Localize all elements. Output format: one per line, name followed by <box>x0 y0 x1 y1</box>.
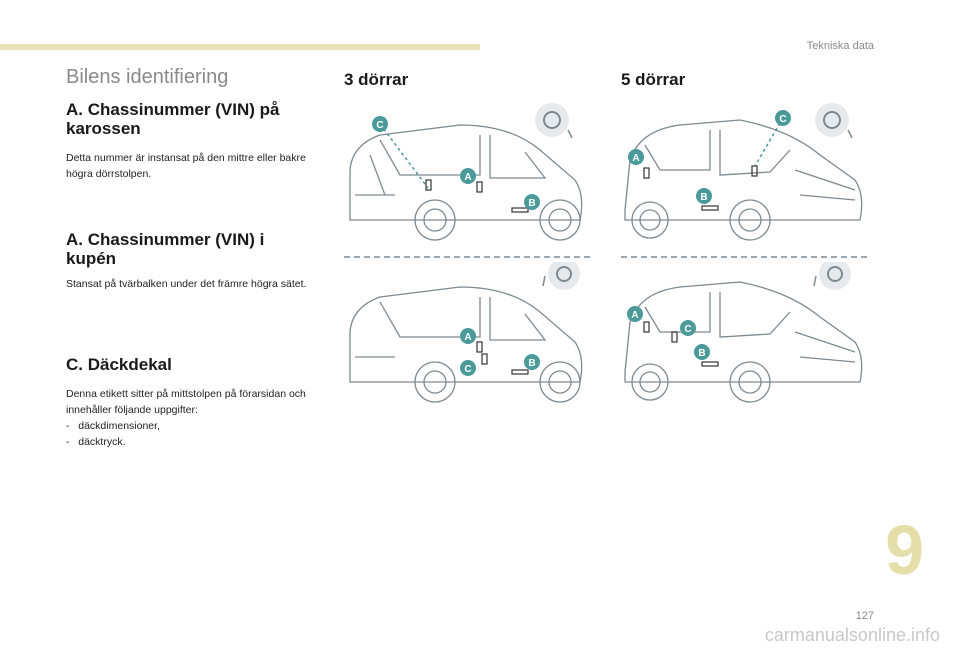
svg-text:A: A <box>632 153 639 164</box>
column-title-3-door: 3 dörrar <box>344 70 409 89</box>
svg-text:C: C <box>376 120 383 131</box>
marker-b: B <box>696 188 712 204</box>
marker-a: A <box>460 168 476 184</box>
svg-text:C: C <box>464 364 471 375</box>
marker-c: C <box>680 320 696 336</box>
illustration-5-door-front-ac: A C B <box>624 262 863 403</box>
svg-text:A: A <box>464 172 471 183</box>
marker-a: A <box>627 306 643 322</box>
divider-3-door <box>344 256 590 258</box>
marker-a: A <box>628 149 644 165</box>
steering-wheel-icon <box>535 103 573 139</box>
marker-b: B <box>524 194 540 210</box>
marker-b: B <box>524 354 540 370</box>
marker-c: C <box>372 116 388 132</box>
marker-b: B <box>694 344 710 360</box>
svg-text:B: B <box>528 358 535 369</box>
block-title-vin-body: A. Chassinummer (VIN) på karossen <box>66 100 280 138</box>
illustration-5-door-front-a: C A B <box>624 103 863 241</box>
marker-c: C <box>460 360 476 376</box>
header-bar <box>0 44 480 50</box>
block-title-tyre-label: C. Däckdekal <box>66 355 172 374</box>
column-title-5-door: 5 dörrar <box>621 70 686 89</box>
section-label: Tekniska data <box>806 40 874 52</box>
tyre-label-intro: Denna etikett sitter på mittstolpen på f… <box>66 388 306 416</box>
page-heading: Bilens identifiering <box>66 66 229 88</box>
watermark: carmanualsonline.info <box>764 625 940 645</box>
marker-c: C <box>775 110 791 126</box>
chapter-number: 9 <box>885 511 924 589</box>
svg-text:B: B <box>700 192 707 203</box>
block-text-vin-cabin: Stansat på tvärbalken under det främre h… <box>66 278 307 290</box>
list-item: - däcktryck. <box>66 436 126 448</box>
svg-text:B: B <box>698 348 705 359</box>
svg-text:B: B <box>528 198 535 209</box>
svg-text:C: C <box>684 324 691 335</box>
block-text-vin-body: Detta nummer är instansat på den mittre … <box>66 152 306 180</box>
svg-text:C: C <box>779 114 786 125</box>
block-title-vin-cabin: A. Chassinummer (VIN) i kupén <box>66 230 265 268</box>
steering-wheel-icon <box>542 262 580 290</box>
illustration-3-door-rear-ac: A C B <box>349 262 583 403</box>
illustration-3-door-rear-a: C A B <box>349 103 583 241</box>
list-item: - däckdimensioner, <box>66 420 160 432</box>
steering-wheel-icon <box>815 103 853 139</box>
steering-wheel-icon <box>813 262 851 290</box>
divider-5-door <box>621 256 867 258</box>
svg-text:A: A <box>631 310 638 321</box>
block-text-tyre-label: Denna etikett sitter på mittstolpen på f… <box>66 386 328 450</box>
svg-text:A: A <box>464 332 471 343</box>
page-number: 127 <box>855 610 874 622</box>
marker-a: A <box>460 328 476 344</box>
